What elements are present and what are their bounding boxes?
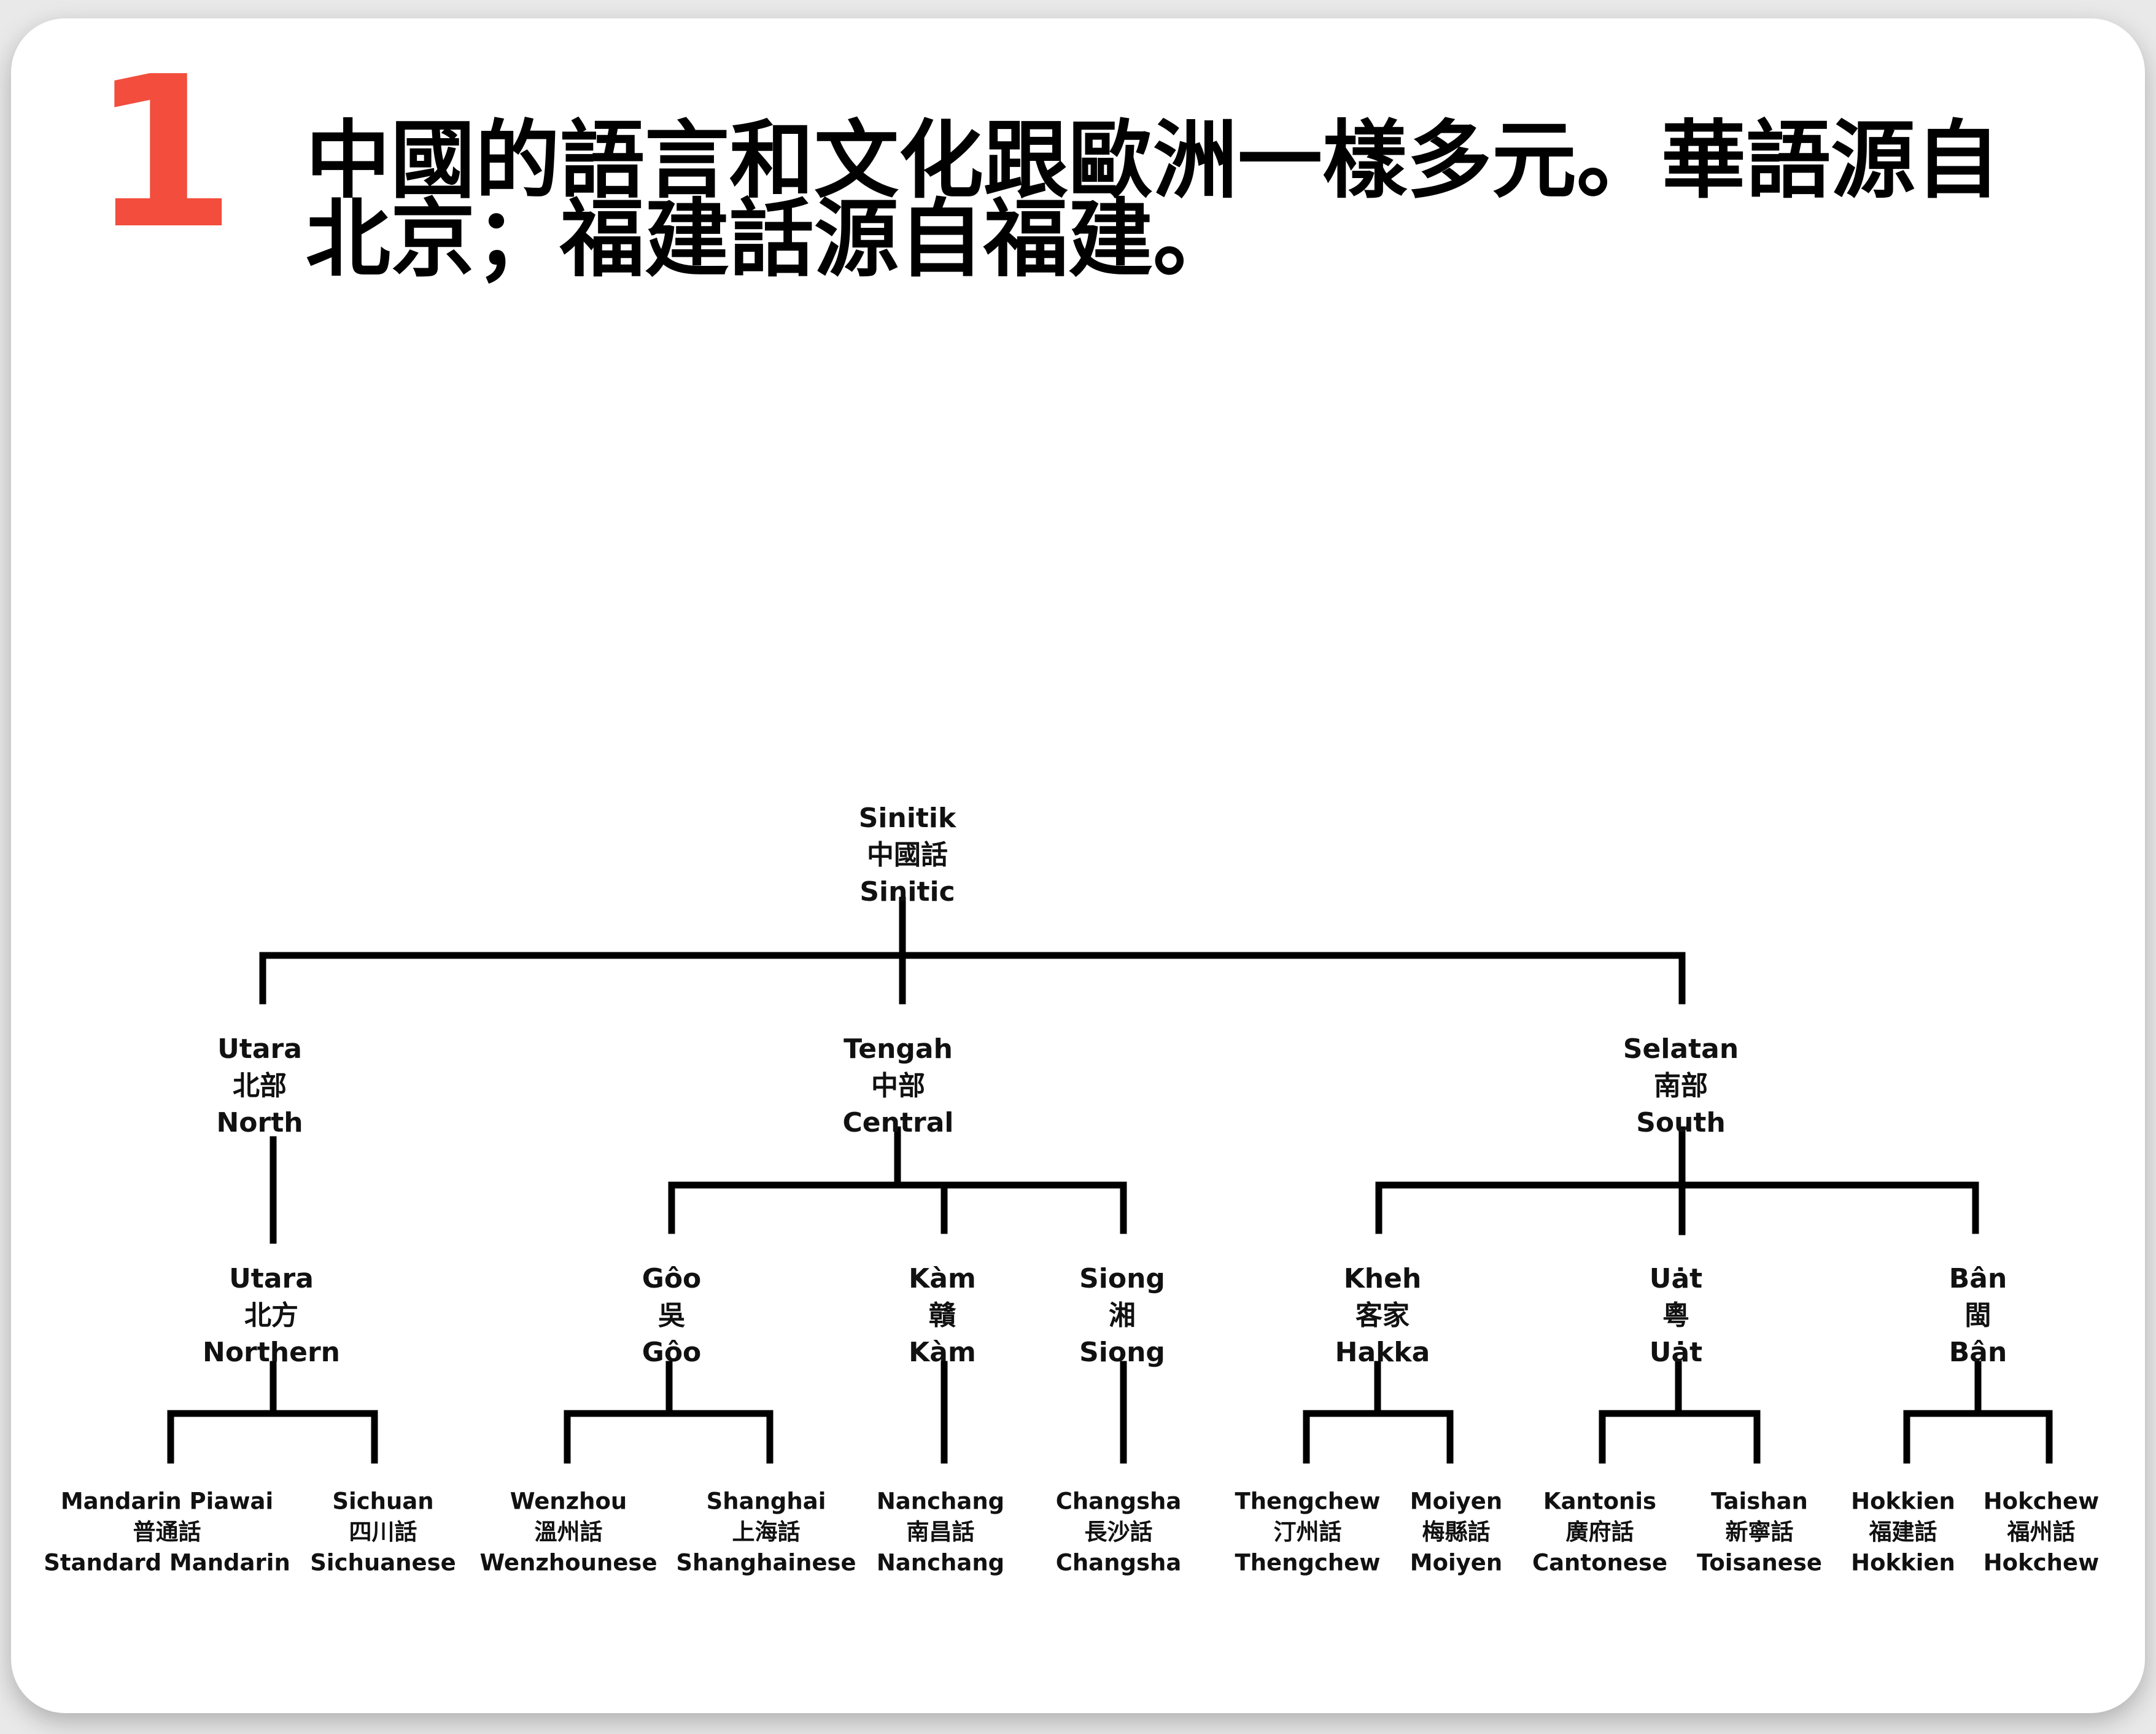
- tree-node-goo-line-2: 吳: [658, 1300, 686, 1331]
- tree-node-sichuan-line-1: Sichuan: [332, 1488, 433, 1515]
- tree-node-wenzhou-line-1: Wenzhou: [510, 1488, 627, 1515]
- tree-node-sichuan: Sichuan 四川話 Sichuanese: [310, 1488, 456, 1576]
- tree-node-kam-line-2: 贛: [929, 1300, 956, 1331]
- tree-node-north: Utara 北部 North: [216, 1033, 303, 1138]
- tree-node-south: Selatan 南部 South: [1623, 1033, 1739, 1138]
- tree-node-north-line-2: 北部: [233, 1070, 287, 1102]
- tree-node-thengchew-line-1: Thengchew: [1235, 1488, 1380, 1515]
- tree-node-ban-line-1: Bân: [1949, 1263, 2007, 1294]
- tree-node-root: Sinitik 中國話 Sinitic: [859, 803, 957, 908]
- tree-node-changsha-line-1: Changsha: [1056, 1488, 1182, 1515]
- tree-node-root-line-2: 中國話: [867, 839, 948, 871]
- tree-node-uat-line-1: Uȧt: [1650, 1263, 1702, 1294]
- tree-connector-lines: [167, 896, 2053, 1464]
- tree-node-uat-line-2: 粵: [1662, 1300, 1689, 1331]
- tree-node-hokchew-line-2: 福州話: [2007, 1519, 2076, 1545]
- slide-card: 1 中國的語言和文化跟歐洲一樣多元。華語源自北京；福建話源自福建。: [11, 18, 2145, 1713]
- tree-node-central-line-1: Tengah: [843, 1033, 953, 1065]
- tree-node-northern-line-2: 北方: [244, 1300, 298, 1331]
- tree-node-south-line-3: South: [1636, 1107, 1726, 1138]
- tree-node-moiyen-line-3: Moiyen: [1410, 1550, 1502, 1576]
- tree-node-root-line-1: Sinitik: [859, 803, 957, 834]
- tree-node-nanchang-line-3: Nanchang: [877, 1550, 1004, 1576]
- tree-node-kantonis-line-1: Kantonis: [1543, 1488, 1656, 1515]
- tree-node-siong-line-1: Siong: [1079, 1263, 1165, 1294]
- tree-node-northern-line-1: Utara: [229, 1263, 314, 1294]
- tree-node-shanghai-line-3: Shanghainese: [676, 1550, 856, 1576]
- tree-node-shanghai-line-1: Shanghai: [707, 1488, 826, 1515]
- tree-node-south-line-2: 南部: [1654, 1070, 1708, 1102]
- tree-node-siong-line-3: Siong: [1079, 1337, 1165, 1368]
- tree-node-moiyen: Moiyen 梅縣話 Moiyen: [1410, 1488, 1502, 1576]
- tree-node-northern: Utara 北方 Northern: [203, 1263, 340, 1368]
- tree-node-kheh-line-3: Hakka: [1335, 1337, 1430, 1368]
- tree-node-nanchang-line-2: 南昌話: [907, 1519, 975, 1545]
- tree-node-northern-line-3: Northern: [203, 1337, 340, 1368]
- tree-node-changsha-line-3: Changsha: [1056, 1550, 1182, 1576]
- tree-node-north-line-1: Utara: [217, 1033, 302, 1065]
- tree-node-kheh-line-1: Kheh: [1344, 1263, 1422, 1294]
- tree-node-nanchang: Nanchang 南昌話 Nanchang: [877, 1488, 1004, 1576]
- tree-node-mandarin-line-2: 普通話: [133, 1519, 201, 1545]
- slide-number: 1: [91, 32, 236, 275]
- tree-node-siong-line-2: 湘: [1109, 1300, 1136, 1331]
- tree-node-goo-line-1: Gôo: [642, 1263, 702, 1294]
- tree-node-north-line-3: North: [216, 1107, 303, 1138]
- tree-node-taishan: Taishan 新寧話 Toisanese: [1697, 1488, 1822, 1576]
- tree-node-moiyen-line-1: Moiyen: [1410, 1488, 1502, 1515]
- tree-node-kam-line-1: Kàm: [909, 1263, 976, 1294]
- tree-node-kantonis: Kantonis 廣府話 Cantonese: [1532, 1488, 1667, 1576]
- tree-node-nanchang-line-1: Nanchang: [877, 1488, 1004, 1515]
- tree-node-siong: Siong 湘 Siong: [1079, 1263, 1165, 1368]
- tree-node-mandarin-line-1: Mandarin Piawai: [61, 1488, 273, 1515]
- tree-node-changsha: Changsha 長沙話 Changsha: [1056, 1488, 1182, 1576]
- tree-node-hokkien-line-1: Hokkien: [1851, 1488, 1955, 1515]
- tree-node-sichuan-line-3: Sichuanese: [310, 1550, 456, 1576]
- tree-node-goo: Gôo 吳 Gôo: [642, 1263, 702, 1368]
- tree-node-wenzhou-line-3: Wenzhounese: [479, 1550, 657, 1576]
- tree-node-shanghai-line-2: 上海話: [732, 1519, 801, 1545]
- tree-node-mandarin-line-3: Standard Mandarin: [44, 1550, 290, 1576]
- tree-node-central-line-3: Central: [843, 1107, 954, 1138]
- tree-node-hokchew-line-1: Hokchew: [1983, 1488, 2100, 1515]
- tree-node-hokkien-line-3: Hokkien: [1851, 1550, 1955, 1576]
- tree-node-central: Tengah 中部 Central: [843, 1033, 954, 1138]
- tree-node-kantonis-line-3: Cantonese: [1532, 1550, 1667, 1576]
- tree-node-kam: Kàm 贛 Kàm: [909, 1263, 976, 1368]
- tree-node-shanghai: Shanghai 上海話 Shanghainese: [676, 1488, 856, 1576]
- tree-node-root-line-3: Sinitic: [859, 876, 955, 908]
- tree-node-moiyen-line-2: 梅縣話: [1422, 1519, 1491, 1545]
- tree-node-goo-line-3: Gôo: [642, 1337, 702, 1368]
- tree-node-hokchew-line-3: Hokchew: [1983, 1550, 2100, 1576]
- tree-node-kheh: Kheh 客家 Hakka: [1335, 1263, 1430, 1368]
- tree-node-mandarin: Mandarin Piawai 普通話 Standard Mandarin: [44, 1488, 290, 1576]
- tree-node-ban-line-3: Bân: [1949, 1337, 2007, 1368]
- tree-node-hokchew: Hokchew 福州話 Hokchew: [1983, 1488, 2100, 1576]
- tree-node-ban-line-2: 閩: [1964, 1300, 1991, 1331]
- tree-node-taishan-line-1: Taishan: [1711, 1488, 1808, 1515]
- tree-node-wenzhou: Wenzhou 溫州話 Wenzhounese: [479, 1488, 657, 1576]
- tree-node-sichuan-line-2: 四川話: [349, 1519, 417, 1545]
- tree-node-taishan-line-2: 新寧話: [1726, 1519, 1794, 1545]
- tree-node-uat: Uȧt 粵 Uȧt: [1650, 1263, 1702, 1368]
- tree-node-hokkien-line-2: 福建話: [1869, 1519, 1937, 1545]
- tree-node-wenzhou-line-2: 溫州話: [535, 1519, 603, 1545]
- tree-node-changsha-line-2: 長沙話: [1085, 1519, 1153, 1545]
- slide-headline: 中國的語言和文化跟歐洲一樣多元。華語源自北京；福建話源自福建。: [306, 111, 2001, 289]
- tree-node-kheh-line-2: 客家: [1355, 1300, 1410, 1331]
- tree-node-uat-line-3: Uȧt: [1650, 1337, 1702, 1368]
- tree-node-kam-line-3: Kàm: [909, 1337, 976, 1368]
- tree-node-ban: Bân 閩 Bân: [1949, 1263, 2007, 1368]
- tree-node-kantonis-line-2: 廣府話: [1566, 1519, 1634, 1545]
- tree-node-taishan-line-3: Toisanese: [1697, 1550, 1822, 1576]
- tree-node-hokkien: Hokkien 福建話 Hokkien: [1851, 1488, 1955, 1576]
- tree-node-thengchew: Thengchew 汀州話 Thengchew: [1235, 1488, 1380, 1576]
- tree-node-south-line-1: Selatan: [1623, 1033, 1739, 1065]
- tree-node-thengchew-line-2: 汀州話: [1274, 1519, 1342, 1545]
- tree-node-central-line-2: 中部: [871, 1070, 925, 1102]
- tree-node-thengchew-line-3: Thengchew: [1235, 1550, 1380, 1576]
